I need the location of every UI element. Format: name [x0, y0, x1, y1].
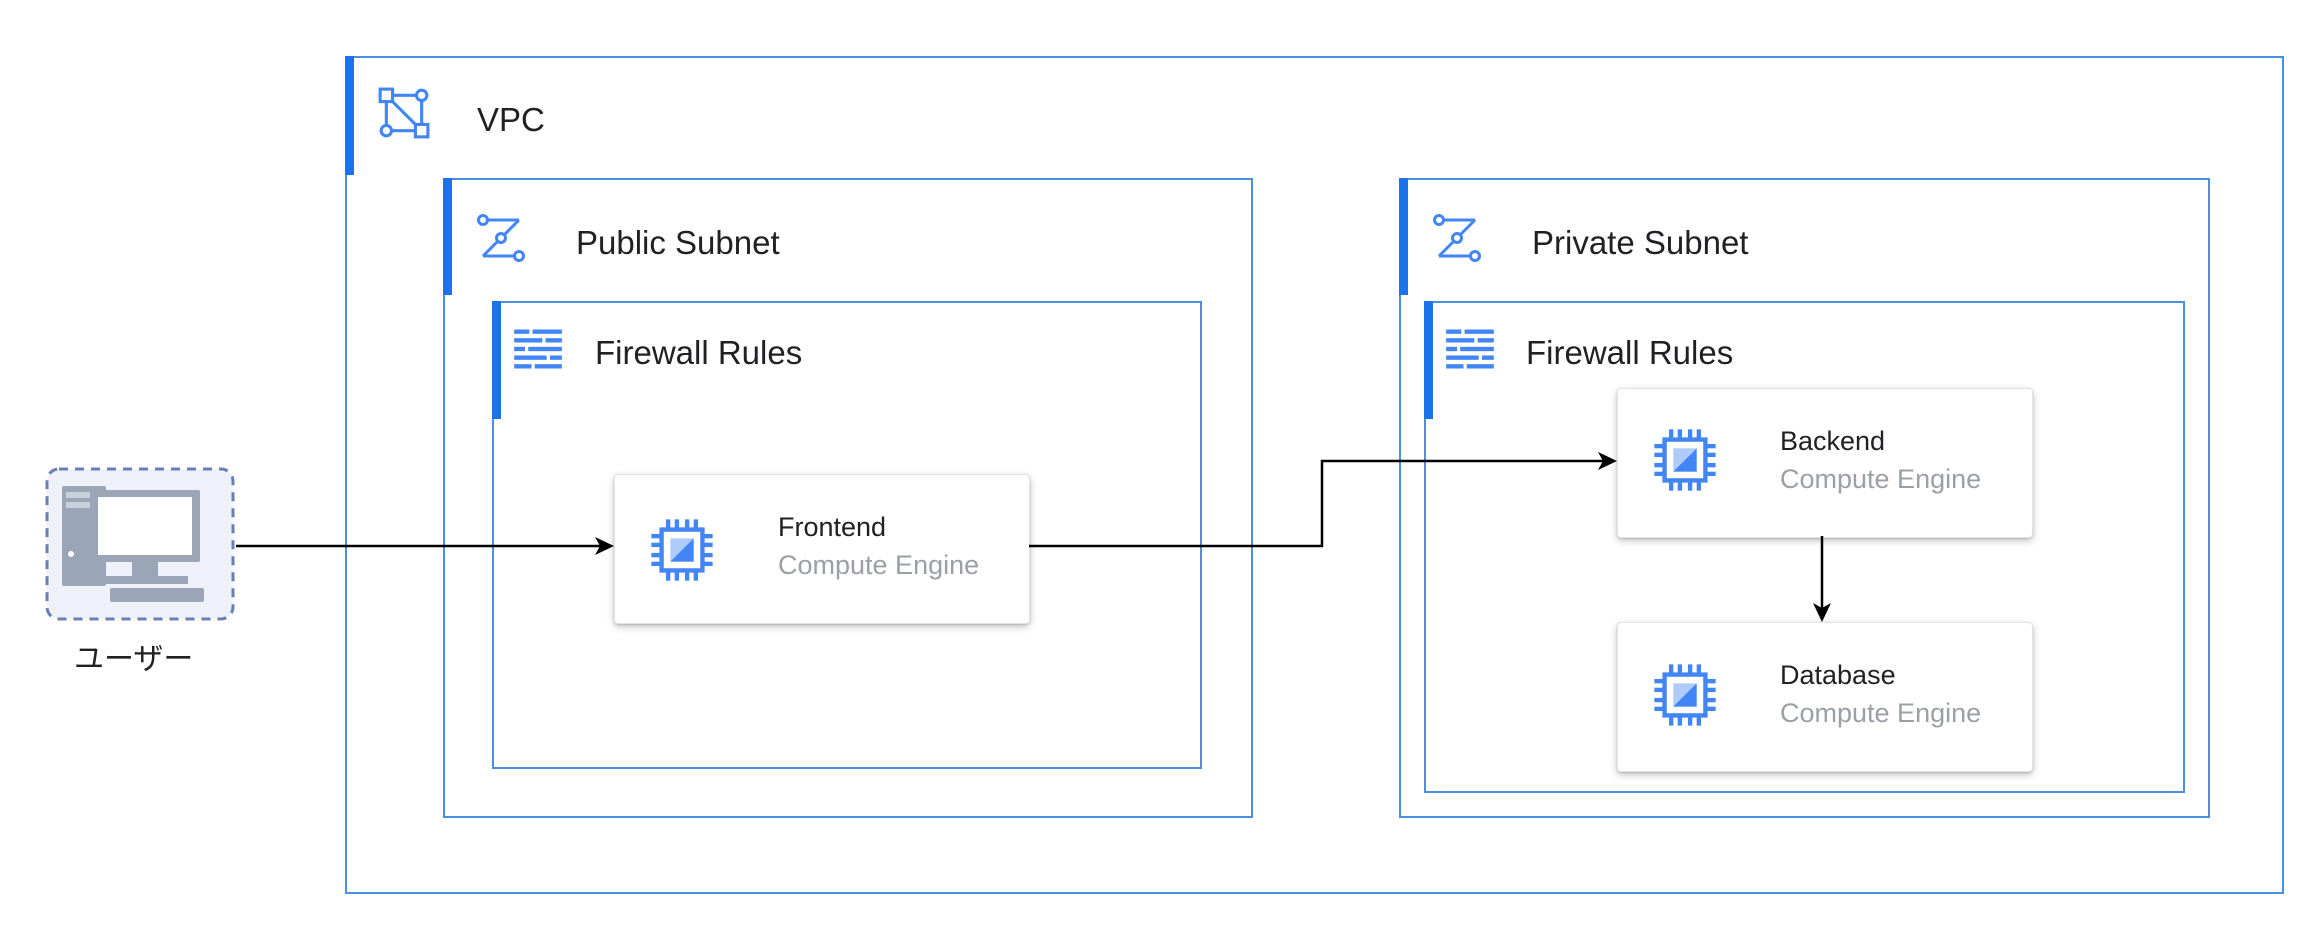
backend-compute-card[interactable]: Backend Compute Engine: [1617, 388, 2033, 538]
firewall-icon: [1444, 327, 1496, 371]
compute-engine-chip-icon: [647, 515, 717, 585]
backend-title: Backend: [1780, 426, 1886, 456]
vpc-accent-bar: [345, 56, 354, 175]
subnet-icon: [475, 212, 527, 264]
private-subnet-label: Private Subnet: [1532, 224, 1749, 261]
public-subnet-accent-bar: [443, 178, 452, 295]
desktop-computer-icon[interactable]: [44, 466, 236, 622]
public-firewall-accent-bar: [492, 301, 501, 419]
frontend-title: Frontend: [778, 512, 887, 542]
private-firewall-container[interactable]: Firewall Rules: [1424, 301, 2185, 793]
private-subnet-accent-bar: [1399, 178, 1408, 295]
frontend-subtitle: Compute Engine: [778, 550, 980, 580]
private-firewall-accent-bar: [1424, 301, 1433, 419]
private-subnet-container[interactable]: Private Subnet: [1399, 178, 2210, 818]
vpc-label: VPC: [477, 101, 545, 138]
database-title: Database: [1780, 660, 1896, 690]
vpc-container[interactable]: VPC: [345, 56, 2284, 894]
subnet-icon: [1431, 212, 1483, 264]
database-compute-card[interactable]: Database Compute Engine: [1617, 622, 2033, 772]
database-subtitle: Compute Engine: [1780, 698, 1982, 728]
vpc-network-icon: [377, 86, 431, 140]
backend-subtitle: Compute Engine: [1780, 464, 1982, 494]
frontend-compute-card[interactable]: Frontend Compute Engine: [614, 474, 1030, 624]
public-subnet-label: Public Subnet: [576, 224, 780, 261]
public-firewall-label: Firewall Rules: [595, 334, 803, 371]
compute-engine-chip-icon: [1650, 660, 1720, 730]
compute-engine-chip-icon: [1650, 425, 1720, 495]
firewall-icon: [512, 327, 564, 371]
user-label: ユーザー: [74, 642, 194, 677]
private-firewall-label: Firewall Rules: [1526, 334, 1734, 371]
